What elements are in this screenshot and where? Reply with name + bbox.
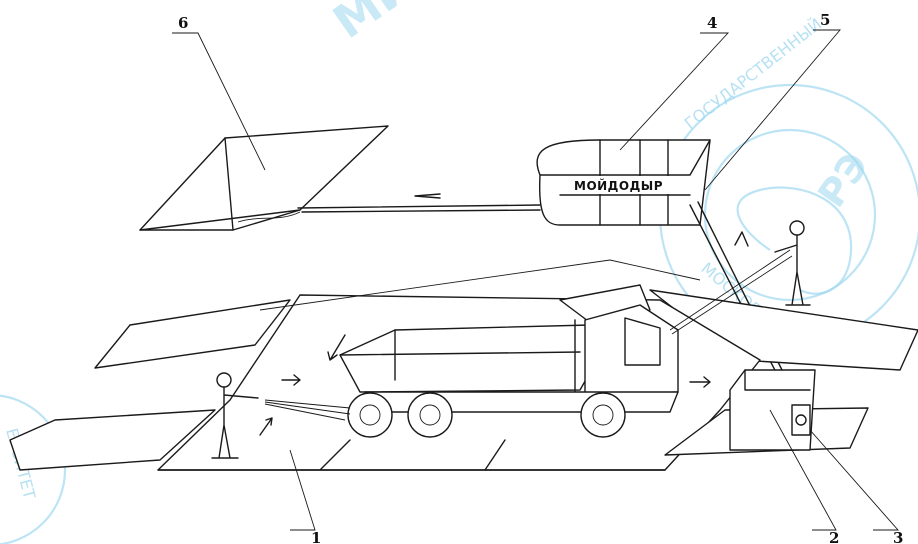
dump-truck <box>339 284 679 438</box>
worker-right-head <box>789 220 805 236</box>
callout-2: 2 <box>829 529 839 544</box>
watermark-big-text: МИРЭА <box>323 0 508 49</box>
pump-box <box>791 404 811 436</box>
ramp-upper-left <box>94 299 291 369</box>
flow-arrow-diag <box>259 417 273 436</box>
callout-3: 3 <box>893 529 903 544</box>
collection-pit-rim <box>744 369 811 391</box>
leader-4 <box>619 32 730 151</box>
watermark-left-seal-ring <box>0 394 67 544</box>
callout-leaders <box>172 29 899 531</box>
platform-back-outline <box>259 259 701 311</box>
worker-right-body <box>774 234 811 306</box>
sludge-collector-body <box>139 125 389 231</box>
spray-jet-right <box>669 249 793 335</box>
spray-and-flow <box>259 249 793 436</box>
truck-wheel-rear-1 <box>347 392 393 438</box>
ramp-lower-left <box>9 409 216 471</box>
leader-1 <box>289 449 316 531</box>
callout-5: 5 <box>820 11 830 29</box>
treatment-unit-sign: МОЙДОДЫР <box>574 178 663 193</box>
flow-arrow-left <box>414 193 441 199</box>
treatment-unit-sign-bg <box>572 176 672 194</box>
leader-3 <box>809 429 899 531</box>
leader-6 <box>172 32 266 171</box>
truck-wheel-hub-2 <box>419 404 441 426</box>
platform-slab-joints <box>319 439 506 471</box>
spray-jet-left <box>264 399 351 421</box>
pump-outlet <box>795 414 807 426</box>
sludge-collector <box>139 125 541 231</box>
truck-dump-body-edges <box>339 329 581 381</box>
callout-4: 4 <box>707 14 717 32</box>
truck-wheel-front <box>580 392 626 438</box>
truck-wheel-hub-1 <box>359 404 381 426</box>
truck-cab-window <box>624 317 661 366</box>
worker-left-head <box>216 372 232 388</box>
collection-pit <box>729 369 816 451</box>
sludge-collector-sediment <box>237 211 301 223</box>
flow-arrow-right-2 <box>689 376 711 388</box>
leader-5 <box>704 29 841 191</box>
treatment-unit-roof-line <box>539 139 711 176</box>
worker-left <box>211 372 259 459</box>
truck-wheel-rear-2 <box>407 392 453 438</box>
truck-wheel-hub-3 <box>592 404 614 426</box>
watermark-emblem <box>736 186 853 295</box>
flow-arrow-right-1 <box>281 374 301 386</box>
truck-cab <box>584 304 679 396</box>
drain-pipe-upper <box>297 204 541 209</box>
treatment-unit: МОЙДОДЫР <box>536 139 711 226</box>
worker-right <box>774 220 811 306</box>
worker-left-body <box>211 386 259 459</box>
callout-1: 1 <box>311 529 321 544</box>
sludge-collector-edge <box>224 137 234 231</box>
flow-arrow-up <box>734 231 749 247</box>
flow-arrow-down <box>327 334 346 361</box>
leader-2 <box>769 409 837 531</box>
watermark-seal-letters: РЭ <box>809 144 877 215</box>
sludge-collector-base <box>139 209 301 231</box>
drain-pipe-lower <box>301 209 541 213</box>
callout-6: 6 <box>178 14 188 32</box>
